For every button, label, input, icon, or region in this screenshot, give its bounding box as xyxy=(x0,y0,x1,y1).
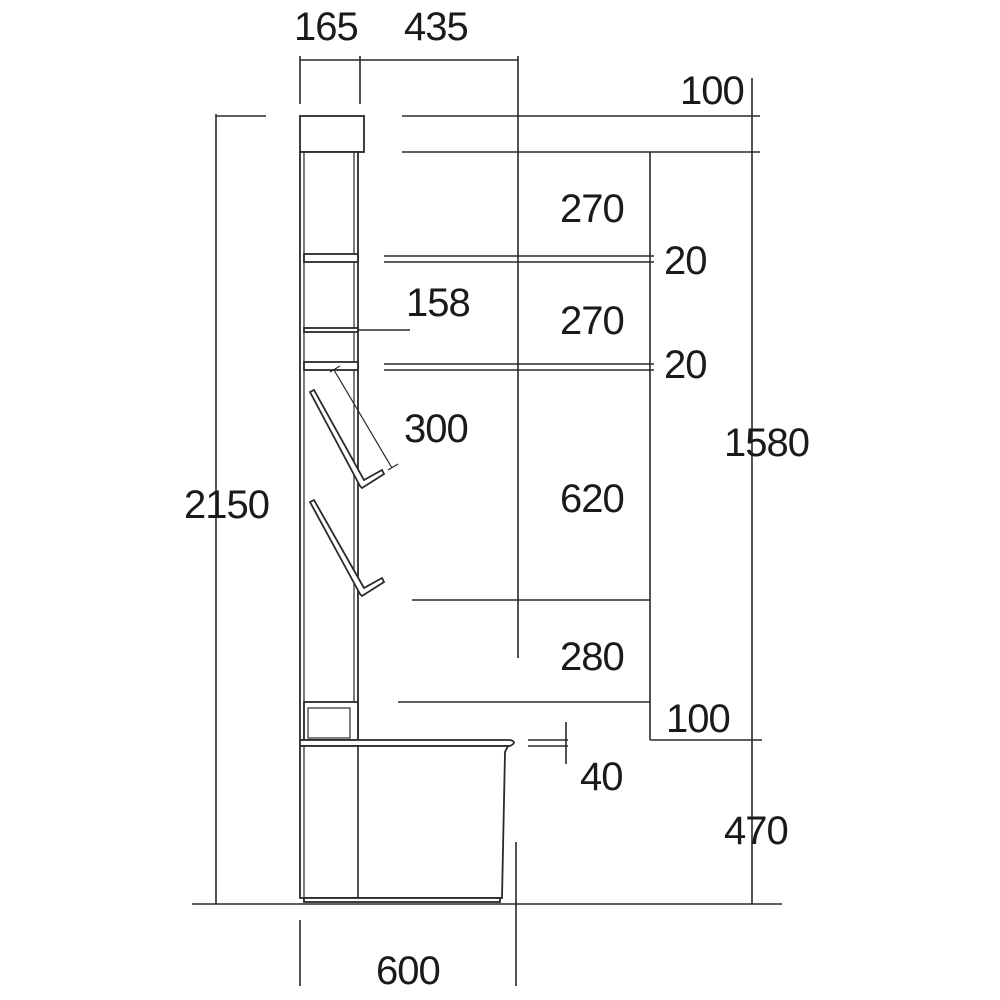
middle-shelf-board xyxy=(303,361,359,371)
counter-top xyxy=(299,739,515,747)
hanger-dimension-tick xyxy=(329,365,341,373)
dim-hanging-space: 620 xyxy=(560,477,624,521)
lower-hanger-bar xyxy=(308,498,386,598)
dim-rack-pitch: 158 xyxy=(406,281,470,325)
dim-shelf-upper: 270 xyxy=(560,187,624,231)
dim-cubby-height: 100 xyxy=(666,697,730,741)
dim-upper-total: 1580 xyxy=(724,421,809,465)
dimension-labels: 165 435 100 270 20 158 270 20 300 1580 6… xyxy=(184,5,810,993)
tall-side-panel xyxy=(299,151,359,741)
dim-total-depth: 600 xyxy=(376,949,440,993)
lower-cubby-inner xyxy=(307,707,351,739)
dim-board-middle: 20 xyxy=(664,343,707,387)
dim-top-right-width: 435 xyxy=(404,5,468,49)
dimension-lines xyxy=(192,56,782,986)
dim-top-box: 100 xyxy=(680,69,744,113)
upper-hanger-bar xyxy=(308,388,386,490)
dim-top-left-width: 165 xyxy=(294,5,358,49)
dim-base-height: 470 xyxy=(724,809,788,853)
base-cabinet xyxy=(299,745,510,899)
hanger-dimension-line xyxy=(333,369,393,469)
dim-shelf-middle: 270 xyxy=(560,299,624,343)
dim-total-height: 2150 xyxy=(184,483,269,527)
dim-lower-space: 280 xyxy=(560,635,624,679)
dim-board-upper: 20 xyxy=(664,239,707,283)
dim-hanger-length: 300 xyxy=(404,407,468,451)
plinth xyxy=(303,897,501,903)
rack-board xyxy=(303,327,359,333)
cabinet-side-view xyxy=(299,115,515,903)
top-cornice xyxy=(299,115,365,153)
hanger-bars xyxy=(308,365,399,598)
hanger-dimension-tick xyxy=(387,463,399,471)
dim-counter-thickness: 40 xyxy=(580,755,623,799)
upper-shelf-board xyxy=(303,253,359,263)
